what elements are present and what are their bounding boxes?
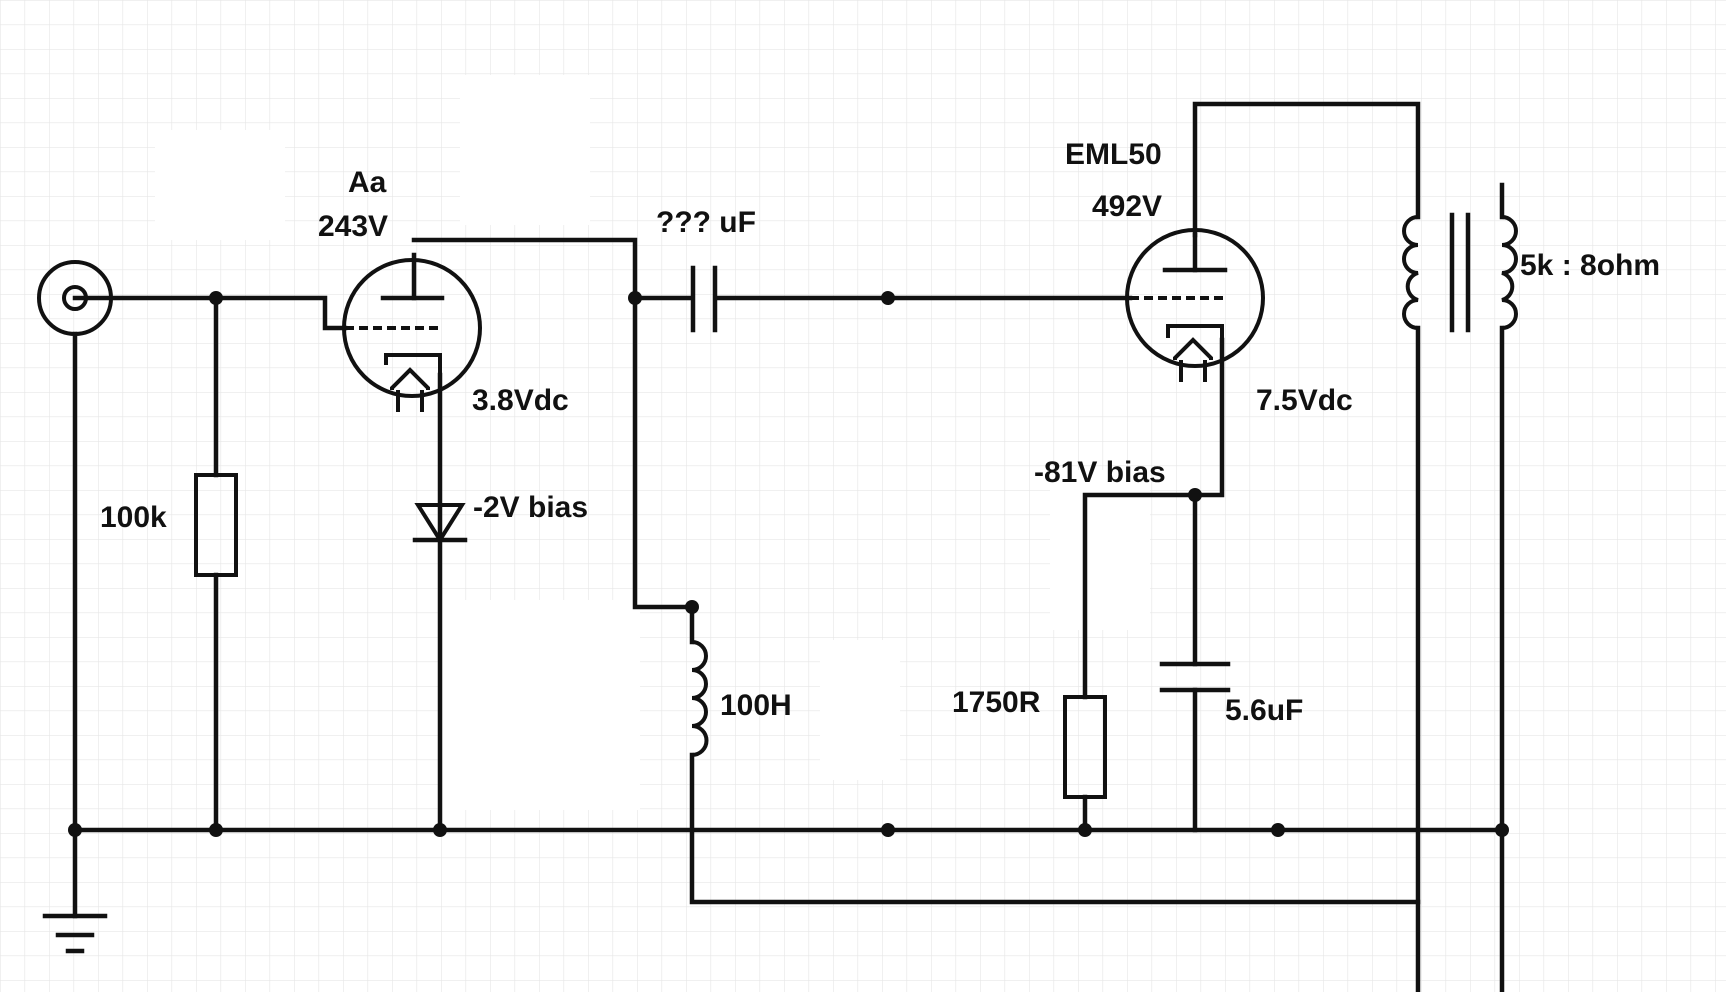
triode-aa [342, 252, 482, 412]
tube1-name-label: Aa [348, 166, 387, 199]
grid-resistor-label: 100k [100, 501, 167, 534]
grid-resistor-100k [194, 473, 238, 577]
choke-inductor [691, 640, 709, 757]
cathode-resistor-1750r [1063, 695, 1107, 799]
output-transformer [1402, 212, 1518, 333]
tube2-plate-voltage-label: 492V [1092, 190, 1162, 223]
tube2-bias-label: -81V bias [1034, 456, 1166, 489]
tube1-cathode-voltage-label: 3.8Vdc [472, 384, 569, 417]
coupling-cap-label: ??? uF [656, 206, 756, 239]
tube2-cathode-voltage-label: 7.5Vdc [1256, 384, 1353, 417]
output-transformer-label: 5k : 8ohm [1520, 249, 1660, 282]
cathode-resistor-label: 1750R [952, 686, 1041, 719]
tube1-plate-voltage-label: 243V [318, 210, 388, 243]
triode-eml50 [1125, 228, 1265, 382]
choke-label: 100H [720, 689, 792, 722]
coupling-capacitor [690, 265, 718, 333]
cathode-capacitor [1159, 661, 1231, 693]
cathode-cap-label: 5.6uF [1225, 694, 1303, 727]
wires [72, 101, 1508, 992]
label-backgrounds [155, 75, 1150, 810]
diode-bias-label: -2V bias [473, 491, 588, 524]
bias-diode [412, 503, 468, 544]
tube2-name-label: EML50 [1065, 138, 1162, 171]
junction-dots [68, 291, 1509, 837]
